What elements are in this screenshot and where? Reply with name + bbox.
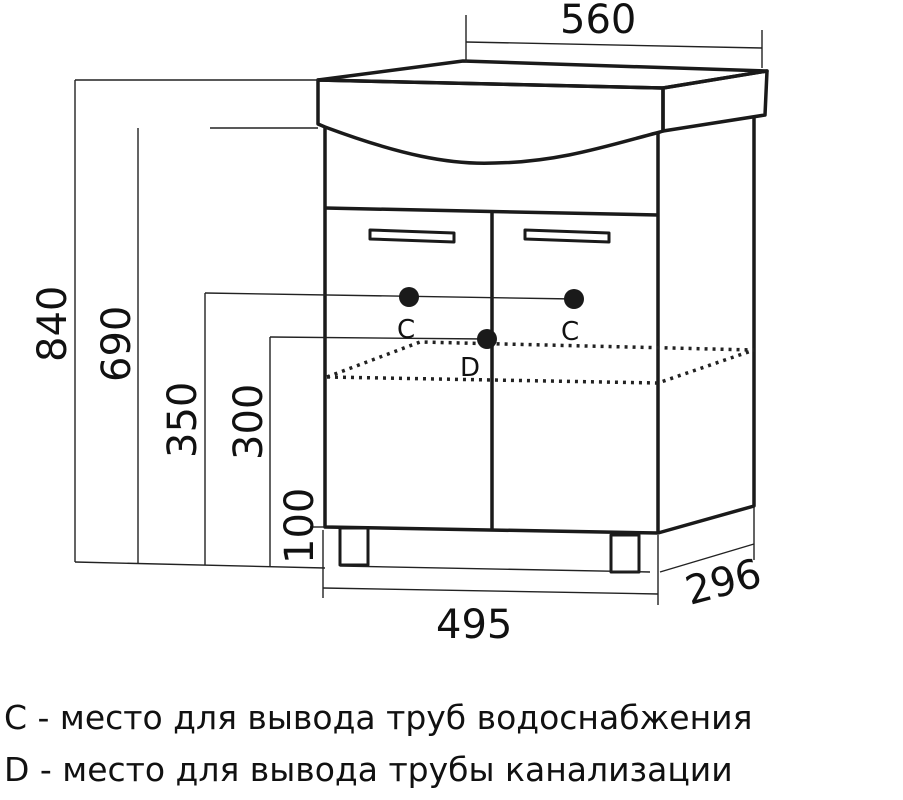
dim-690-label: 690 xyxy=(94,306,140,382)
basin-front xyxy=(316,78,665,165)
dim-350-label: 350 xyxy=(160,382,206,458)
drain-outlet-label: D xyxy=(460,353,480,383)
drawer-divider xyxy=(324,206,659,217)
body-side xyxy=(657,117,756,535)
drain-outlet-marker xyxy=(477,329,497,349)
handle-left xyxy=(368,228,456,244)
dim-560-label: 560 xyxy=(560,0,636,43)
dim-296 xyxy=(659,506,755,573)
water-outlet-right-marker xyxy=(564,289,584,309)
dim-840 xyxy=(74,79,326,569)
dim-560 xyxy=(465,15,763,68)
dim-495 xyxy=(322,535,659,605)
legend-water: C - место для вывода труб водоснабжения xyxy=(4,698,753,737)
water-outlet-left-label: C xyxy=(397,315,415,345)
water-outlet-right-label: C xyxy=(561,317,579,347)
basin-side xyxy=(661,69,769,133)
dim-100 xyxy=(310,526,325,598)
legend-drain: D - место для вывода трубы канализации xyxy=(4,750,733,789)
water-outlet-left-marker xyxy=(399,287,419,307)
foot-right xyxy=(609,533,641,574)
shelf-dotted-top xyxy=(326,340,755,379)
foot-left xyxy=(338,526,370,567)
dim-100-label: 100 xyxy=(277,488,323,564)
dim-690 xyxy=(137,127,318,563)
dim-300 xyxy=(269,336,488,566)
dim-350 xyxy=(204,292,575,565)
dim-840-label: 840 xyxy=(30,286,76,362)
dim-300-label: 300 xyxy=(226,384,272,460)
dim-495-label: 495 xyxy=(436,602,512,648)
shelf-dotted-bottom xyxy=(326,348,755,385)
dim-296-label: 296 xyxy=(681,550,767,614)
handle-right xyxy=(523,228,611,244)
